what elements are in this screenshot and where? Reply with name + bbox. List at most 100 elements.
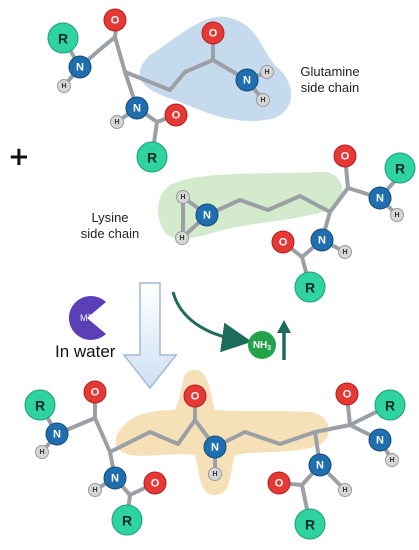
nitrogen-atom: N <box>235 68 259 92</box>
nitrogen-atom-circle <box>235 68 259 92</box>
ammonia-release-arrow <box>171 291 252 353</box>
nitrogen-atom: N <box>203 435 227 459</box>
glutamine-side-chain-highlight <box>139 16 292 121</box>
hydrogen-atom-label: H <box>212 471 217 478</box>
nitrogen-atom: N <box>308 453 332 477</box>
nitrogen-atom-label: N <box>133 103 141 115</box>
glutamine-label-line1: Glutamine <box>300 64 359 79</box>
plus-sign: + <box>8 142 30 172</box>
hydrogen-atom: H <box>57 79 71 93</box>
hydrogen-atom-circle <box>35 445 49 459</box>
oxygen-atom: O <box>333 144 357 168</box>
oxygen-atom-circle <box>333 144 357 168</box>
hydrogen-atom: H <box>175 231 189 245</box>
oxygen-atom-label: O <box>341 151 350 163</box>
r-group-atom: R <box>294 271 326 303</box>
ammonia-up-arrow-head <box>277 320 291 333</box>
oxygen-atom-label: O <box>91 387 100 399</box>
hydrogen-atom-circle <box>260 65 274 79</box>
oxygen-atom-circle <box>164 103 188 127</box>
hydrogen-atom: H <box>260 65 274 79</box>
oxygen-atom: O <box>271 230 295 254</box>
nitrogen-atom-circle <box>203 435 227 459</box>
nitrogen-atom-label: N <box>111 473 119 485</box>
nitrogen-atom-label: N <box>318 235 326 247</box>
oxygen-atom: O <box>143 471 167 495</box>
r-group-atom-circle <box>111 504 143 536</box>
nitrogen-atom-circle <box>125 96 149 120</box>
hydrogen-atom-circle <box>176 190 190 204</box>
oxygen-atom-label: O <box>172 110 181 122</box>
hydrogen-atom-label: H <box>394 212 399 219</box>
hydrogen-atom: H <box>385 453 399 467</box>
nitrogen-atom-label: N <box>53 429 61 441</box>
hydrogen-atom: H <box>338 483 352 497</box>
r-group-atom-label: R <box>385 398 395 414</box>
nitrogen-atom-label: N <box>211 442 219 454</box>
r-group-atom-label: R <box>305 280 315 296</box>
hydrogen-atom-label: H <box>61 83 66 90</box>
nitrogen-atom-label: N <box>243 75 251 87</box>
oxygen-atom-label: O <box>209 28 218 40</box>
r-group-atom: R <box>47 22 79 54</box>
r-group-atom: R <box>374 389 406 421</box>
oxygen-atom-label: O <box>279 237 288 249</box>
nitrogen-atom: N <box>68 55 92 79</box>
hydrogen-atom: H <box>176 190 190 204</box>
reaction-arrow <box>122 282 178 390</box>
hydrogen-atom-circle <box>256 93 270 107</box>
nitrogen-atom: N <box>368 428 392 452</box>
r-group-atom-circle <box>294 271 326 303</box>
oxygen-atom-circle <box>335 382 359 406</box>
nitrogen-atom-circle <box>45 422 69 446</box>
r-group-atom-label: R <box>122 513 132 529</box>
hydrogen-atom-label: H <box>264 69 269 76</box>
r-group-atom-label: R <box>147 150 157 166</box>
r-group-atom: R <box>136 141 168 173</box>
nitrogen-atom: N <box>45 422 69 446</box>
r-group-atom-circle <box>374 389 406 421</box>
nitrogen-atom: N <box>310 228 334 252</box>
r-group-atom-label: R <box>305 517 315 533</box>
r-group-atom-circle <box>24 389 56 421</box>
oxygen-atom-circle <box>103 8 127 32</box>
oxygen-atom-circle <box>143 471 167 495</box>
hydrogen-atom-label: H <box>342 487 347 494</box>
r-group-atom: R <box>24 389 56 421</box>
hydrogen-atom-circle <box>390 208 404 222</box>
hydrogen-atom-label: H <box>342 249 347 256</box>
mtg-enzyme-icon <box>68 296 106 341</box>
nitrogen-atom-circle <box>368 186 392 210</box>
hydrogen-atom-circle <box>88 483 102 497</box>
r-group-atom-circle <box>136 141 168 173</box>
nitrogen-atom-label: N <box>376 435 384 447</box>
oxygen-atom-circle <box>201 21 225 45</box>
nitrogen-atom-label: N <box>376 193 384 205</box>
svg-text:NH3: NH3 <box>253 340 271 352</box>
hydrogen-atom: H <box>35 445 49 459</box>
oxygen-atom-label: O <box>275 478 284 490</box>
oxygen-atom-circle <box>271 230 295 254</box>
hydrogen-atom: H <box>256 93 270 107</box>
nitrogen-atom-circle <box>68 55 92 79</box>
ammonia-subscript: 3 <box>267 345 271 352</box>
nitrogen-atom-circle <box>310 228 334 252</box>
oxygen-atom-label: O <box>343 389 352 401</box>
hydrogen-atom-circle <box>57 79 71 93</box>
r-group-atom-circle <box>384 152 416 184</box>
hydrogen-atom-label: H <box>114 119 119 126</box>
r-group-atom-circle <box>294 508 326 540</box>
oxygen-atom: O <box>201 21 225 45</box>
reaction-condition: In water <box>55 342 116 361</box>
oxygen-atom-circle <box>267 471 291 495</box>
nitrogen-atom-label: N <box>76 62 84 74</box>
glutamine-label-line2: side chain <box>301 80 360 95</box>
product-bonds <box>38 391 394 526</box>
nitrogen-atom: N <box>368 186 392 210</box>
nitrogen-atom: N <box>103 466 127 490</box>
nitrogen-atom-circle <box>103 466 127 490</box>
nitrogen-atom-label: N <box>316 460 324 472</box>
lysine-label-line2: side chain <box>81 226 140 241</box>
hydrogen-atom-label: H <box>92 487 97 494</box>
